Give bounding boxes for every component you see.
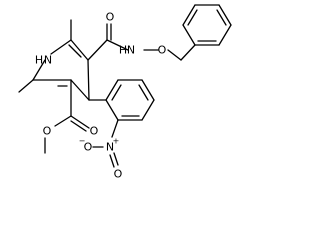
ester-o-double-label: O xyxy=(90,125,99,138)
nh-h-label: H xyxy=(35,54,43,67)
bond-n1-c2 xyxy=(32,59,46,81)
phenyl-bond-2 xyxy=(182,4,196,26)
bond-ch2-phenyl xyxy=(180,44,196,61)
dihydropyridine-ring xyxy=(32,39,90,101)
bond-c5-c6 xyxy=(70,39,89,61)
aryl-bond-3 xyxy=(141,79,155,101)
bond-nitro-o xyxy=(113,152,119,166)
minus-sign-label: − xyxy=(79,137,86,146)
phenyl-bond-4 xyxy=(218,4,232,26)
bond-nitro-o-double xyxy=(109,154,115,168)
phenyl-bond-1 xyxy=(182,24,196,46)
amide-n-h-label: H xyxy=(119,44,127,57)
phenyl-double-1 xyxy=(187,9,198,26)
oxy-o-label: O xyxy=(158,44,167,57)
bond-ester-c-o-double xyxy=(70,115,90,129)
aryl-bond-4 xyxy=(141,99,155,121)
bond-aryl-nitro xyxy=(111,119,119,138)
nitro-plus-label: + xyxy=(113,137,120,146)
aryl-bond-1 xyxy=(105,79,119,101)
nitrophenyl-ring xyxy=(105,79,155,121)
aryl-double-1 xyxy=(111,84,122,101)
bond-ester-c-o-single xyxy=(54,115,72,127)
nitro-o-minus-label: O xyxy=(84,141,93,154)
nh-n-label: N xyxy=(44,54,52,67)
aryl-bond-6 xyxy=(105,99,119,121)
bond-c3-c4 xyxy=(70,79,90,101)
nitro-o-label: O xyxy=(114,168,123,181)
nitro-n-label: N xyxy=(106,141,114,154)
bond-c5-amide-c xyxy=(87,39,108,61)
bond-ester-c-o-double-2 xyxy=(70,120,87,132)
amide-o-label: O xyxy=(106,11,115,24)
bond-o-ch2 xyxy=(167,49,182,61)
bond-c2-methyl xyxy=(18,79,34,93)
benzyl-phenyl-ring xyxy=(182,4,232,46)
bond-c6-n1 xyxy=(50,39,72,55)
bond-amide-c-n xyxy=(106,39,129,51)
phenyl-double-2 xyxy=(216,9,227,26)
chemical-structure: H N O N H O O O N + O − O xyxy=(18,4,232,181)
bond-c5-c6-double xyxy=(68,44,82,58)
amide-n-label: N xyxy=(127,44,135,57)
phenyl-bond-5 xyxy=(218,24,232,46)
bond-c4-c5 xyxy=(87,59,90,101)
ester-o-single-label: O xyxy=(43,125,52,138)
aryl-double-2 xyxy=(138,84,149,101)
